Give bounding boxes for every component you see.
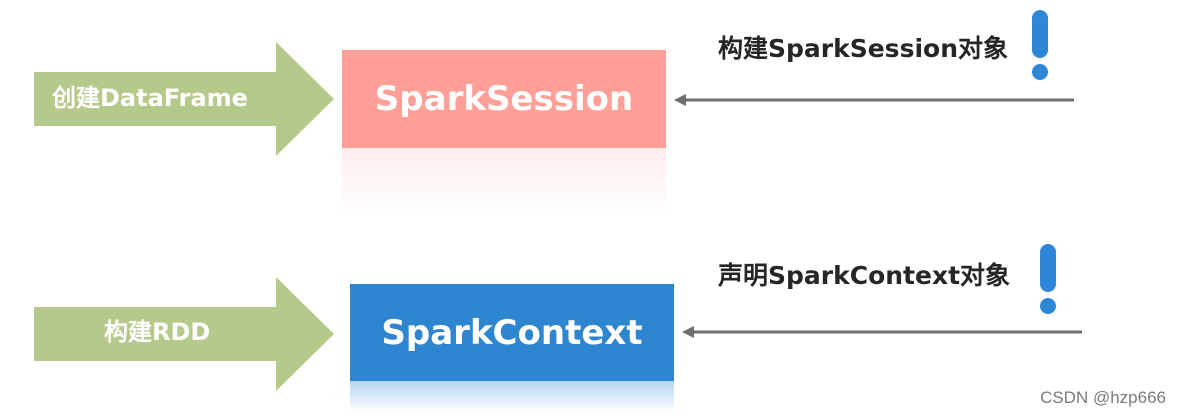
exclamation-icon	[1032, 10, 1048, 80]
sparkcontext-reflection	[350, 381, 674, 420]
sparkcontext-box: SparkContext	[350, 284, 674, 381]
create-dataframe-arrow-shape	[34, 42, 334, 156]
sparksession-reflection	[342, 148, 666, 246]
sparkcontext-label: SparkContext	[381, 312, 643, 353]
watermark: CSDN @hzp666	[1040, 388, 1166, 407]
build-sparksession-note: 构建SparkSession对象	[718, 34, 1008, 63]
build-rdd-arrow-shape	[34, 277, 334, 391]
create-dataframe-label: 创建DataFrame	[52, 84, 248, 112]
build-rdd-arrow	[34, 277, 334, 391]
build-rdd-label: 构建RDD	[104, 318, 211, 346]
sparkcontext-pointer-arrow	[682, 326, 1082, 338]
sparksession-box: SparkSession	[342, 50, 666, 148]
exclamation-icon	[1040, 244, 1056, 314]
sparksession-pointer-arrow	[674, 94, 1074, 106]
sparksession-label: SparkSession	[374, 79, 634, 119]
create-dataframe-arrow	[34, 42, 334, 156]
declare-sparkcontext-note: 声明SparkContext对象	[718, 261, 1011, 290]
